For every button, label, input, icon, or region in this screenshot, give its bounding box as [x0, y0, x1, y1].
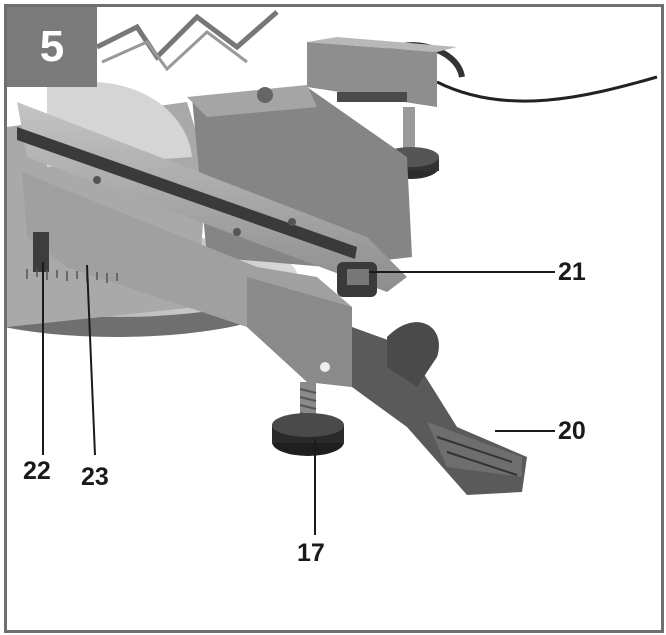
- figure-number-badge: 5: [7, 7, 97, 87]
- callout-22: 22: [23, 457, 51, 485]
- miter-saw-illustration: [7, 10, 658, 535]
- callout-21: 21: [558, 258, 586, 286]
- callout-17: 17: [297, 539, 325, 567]
- callout-20: 20: [558, 417, 586, 445]
- callout-23: 23: [81, 463, 109, 491]
- figure-frame: 5 21 20 17 22 23: [4, 4, 664, 633]
